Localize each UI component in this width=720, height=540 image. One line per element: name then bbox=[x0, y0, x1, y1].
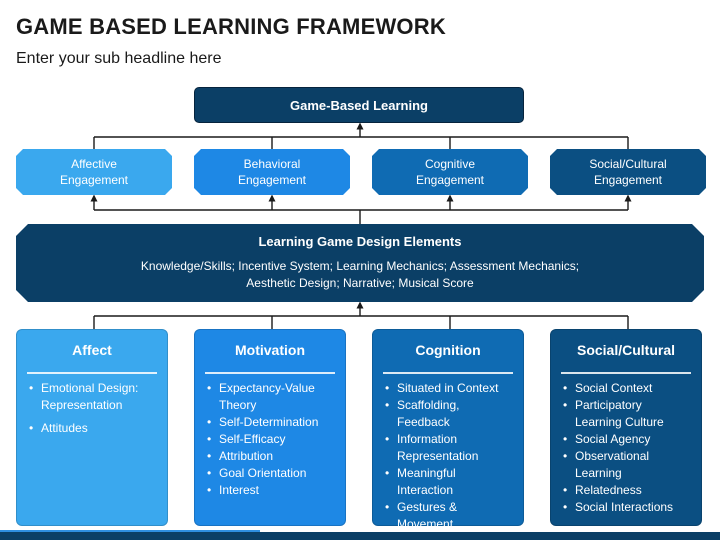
list-item: Gestures & Movement bbox=[383, 499, 513, 533]
card-divider bbox=[561, 372, 691, 374]
card-title: Cognition bbox=[415, 342, 481, 358]
design-elements-box: Learning Game Design Elements Knowledge/… bbox=[16, 224, 704, 302]
card-cognition: Cognition Situated in Context Scaffoldin… bbox=[372, 329, 524, 531]
list-item: Attribution bbox=[205, 448, 335, 465]
footer-bar bbox=[0, 532, 720, 540]
page-subtitle: Enter your sub headline here bbox=[16, 50, 222, 67]
list-item: Self-Efficacy bbox=[205, 431, 335, 448]
list-item: Self-Determination bbox=[205, 414, 335, 431]
list-item: Relatedness bbox=[561, 482, 691, 499]
list-item: Interest bbox=[205, 482, 335, 499]
list-item: Emotional Design: Representation bbox=[27, 380, 157, 414]
list-item: Social Context bbox=[561, 380, 691, 397]
list-item: Observational Learning bbox=[561, 448, 691, 482]
card-list: Emotional Design: Representation Attitud… bbox=[27, 380, 157, 437]
list-item: Information Representation bbox=[383, 431, 513, 465]
list-item: Participatory Learning Culture bbox=[561, 397, 691, 431]
list-item: Goal Orientation bbox=[205, 465, 335, 482]
list-item: Scaffolding, Feedback bbox=[383, 397, 513, 431]
card-list: Expectancy-Value Theory Self-Determinati… bbox=[205, 380, 335, 499]
page-title: GAME BASED LEARNING FRAMEWORK bbox=[16, 14, 446, 39]
list-item: Social Agency bbox=[561, 431, 691, 448]
card-divider bbox=[205, 372, 335, 374]
design-elements-description: Knowledge/Skills; Incentive System; Lear… bbox=[140, 259, 580, 290]
card-title: Affect bbox=[72, 342, 112, 358]
card-divider bbox=[383, 372, 513, 374]
list-item: Social Interactions bbox=[561, 499, 691, 516]
list-item: Attitudes bbox=[27, 420, 157, 437]
card-title: Social/Cultural bbox=[576, 342, 676, 358]
card-affect: Affect Emotional Design: Representation … bbox=[16, 329, 168, 526]
card-divider bbox=[27, 372, 157, 374]
design-elements-title: Learning Game Design Elements bbox=[258, 234, 462, 249]
card-list: Social Context Participatory Learning Cu… bbox=[561, 380, 691, 516]
card-social-cultural: Social/Cultural Social Context Participa… bbox=[550, 329, 702, 526]
list-item: Expectancy-Value Theory bbox=[205, 380, 335, 414]
card-motivation: Motivation Expectancy-Value Theory Self-… bbox=[194, 329, 346, 526]
card-list: Situated in Context Scaffolding, Feedbac… bbox=[383, 380, 513, 533]
card-title: Motivation bbox=[235, 342, 305, 358]
list-item: Situated in Context bbox=[383, 380, 513, 397]
list-item: Meaningful Interaction bbox=[383, 465, 513, 499]
game-based-learning-box: Game-Based Learning bbox=[194, 87, 524, 123]
footer-accent-line bbox=[0, 530, 260, 532]
